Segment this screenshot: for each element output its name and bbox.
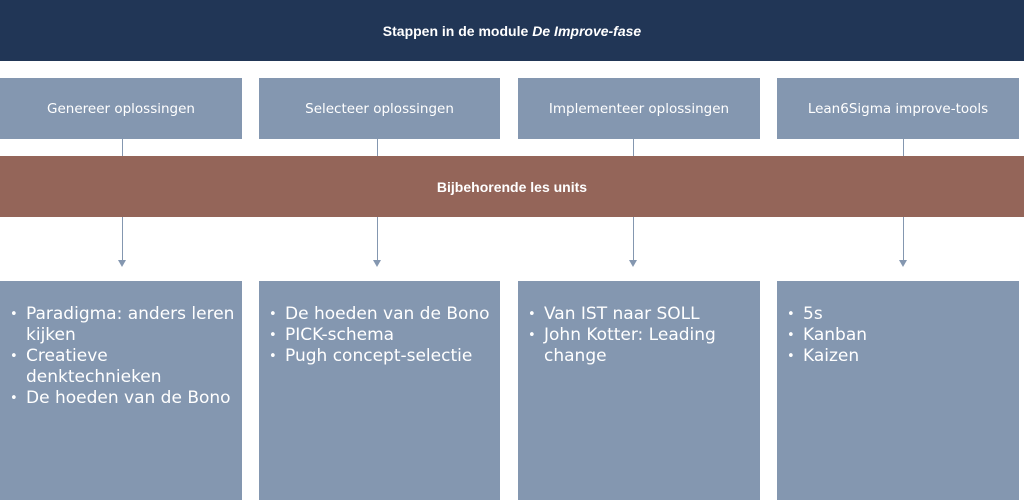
arrow-down-icon [118, 260, 126, 267]
units-list: •5s •Kanban •Kaizen [785, 304, 1013, 367]
step-improve-tools: Lean6Sigma improve-tools [777, 78, 1019, 139]
list-item-text: Pugh concept-selectie [285, 346, 473, 366]
list-item: •PICK-schema [269, 325, 395, 345]
step-label: Genereer oplossingen [47, 100, 195, 117]
connector-line [633, 217, 634, 261]
list-item-text: Van IST naar SOLL [544, 304, 700, 324]
module-header: Stappen in de module De Improve-fase [0, 0, 1024, 61]
list-item: •Paradigma: anders leren kijken [10, 304, 235, 345]
list-item: •Pugh concept-selectie [269, 346, 473, 366]
list-item-text: John Kotter: Leading change [544, 325, 716, 366]
units-band: Bijbehorende les units [0, 156, 1024, 217]
step-label: Lean6Sigma improve-tools [807, 100, 989, 117]
units-box-genereer: •Paradigma: anders leren kijken •Creatie… [0, 281, 242, 500]
list-item-text: De hoeden van de Bono [285, 304, 490, 324]
connector-line [122, 217, 123, 261]
step-label: Selecteer oplossingen [305, 100, 454, 117]
units-box-improve-tools: •5s •Kanban •Kaizen [777, 281, 1019, 500]
header-title-italic: De Improve-fase [532, 22, 642, 39]
connector-line [903, 139, 904, 156]
connector-line [903, 217, 904, 261]
step-label: Implementeer oplossingen [548, 100, 730, 117]
list-item: •Van IST naar SOLL [528, 304, 700, 324]
list-item-text: 5s [803, 304, 823, 324]
connector-line [377, 217, 378, 261]
list-item-text: De hoeden van de Bono [26, 388, 231, 408]
units-list: •De hoeden van de Bono •PICK-schema •Pug… [267, 304, 494, 367]
header-title-prefix: Stappen in de module [382, 22, 529, 39]
list-item-text: Kanban [803, 325, 868, 345]
step-implementeer: Implementeer oplossingen [518, 78, 760, 139]
list-item: •5s [787, 304, 823, 324]
arrow-down-icon [629, 260, 637, 267]
list-item-text: Paradigma: anders leren kijken [26, 304, 235, 345]
connector-line [633, 139, 634, 156]
units-list: •Paradigma: anders leren kijken •Creatie… [8, 304, 236, 409]
list-item-text: Kaizen [803, 346, 860, 366]
list-item: •John Kotter: Leading change [528, 325, 716, 366]
list-item: •De hoeden van de Bono [269, 304, 490, 324]
connector-line [122, 139, 123, 156]
units-band-label: Bijbehorende les units [436, 178, 588, 195]
list-item: •Kanban [787, 325, 868, 345]
units-box-selecteer: •De hoeden van de Bono •PICK-schema •Pug… [259, 281, 500, 500]
list-item: •Creatieve denktechnieken [10, 346, 162, 387]
step-selecteer: Selecteer oplossingen [259, 78, 500, 139]
step-genereer: Genereer oplossingen [0, 78, 242, 139]
arrow-down-icon [899, 260, 907, 267]
list-item-text: Creatieve denktechnieken [26, 346, 162, 387]
list-item: •De hoeden van de Bono [10, 388, 231, 408]
arrow-down-icon [373, 260, 381, 267]
connector-line [377, 139, 378, 156]
list-item-text: PICK-schema [285, 325, 395, 345]
units-box-implementeer: •Van IST naar SOLL •John Kotter: Leading… [518, 281, 760, 500]
list-item: •Kaizen [787, 346, 860, 366]
units-list: •Van IST naar SOLL •John Kotter: Leading… [526, 304, 754, 367]
